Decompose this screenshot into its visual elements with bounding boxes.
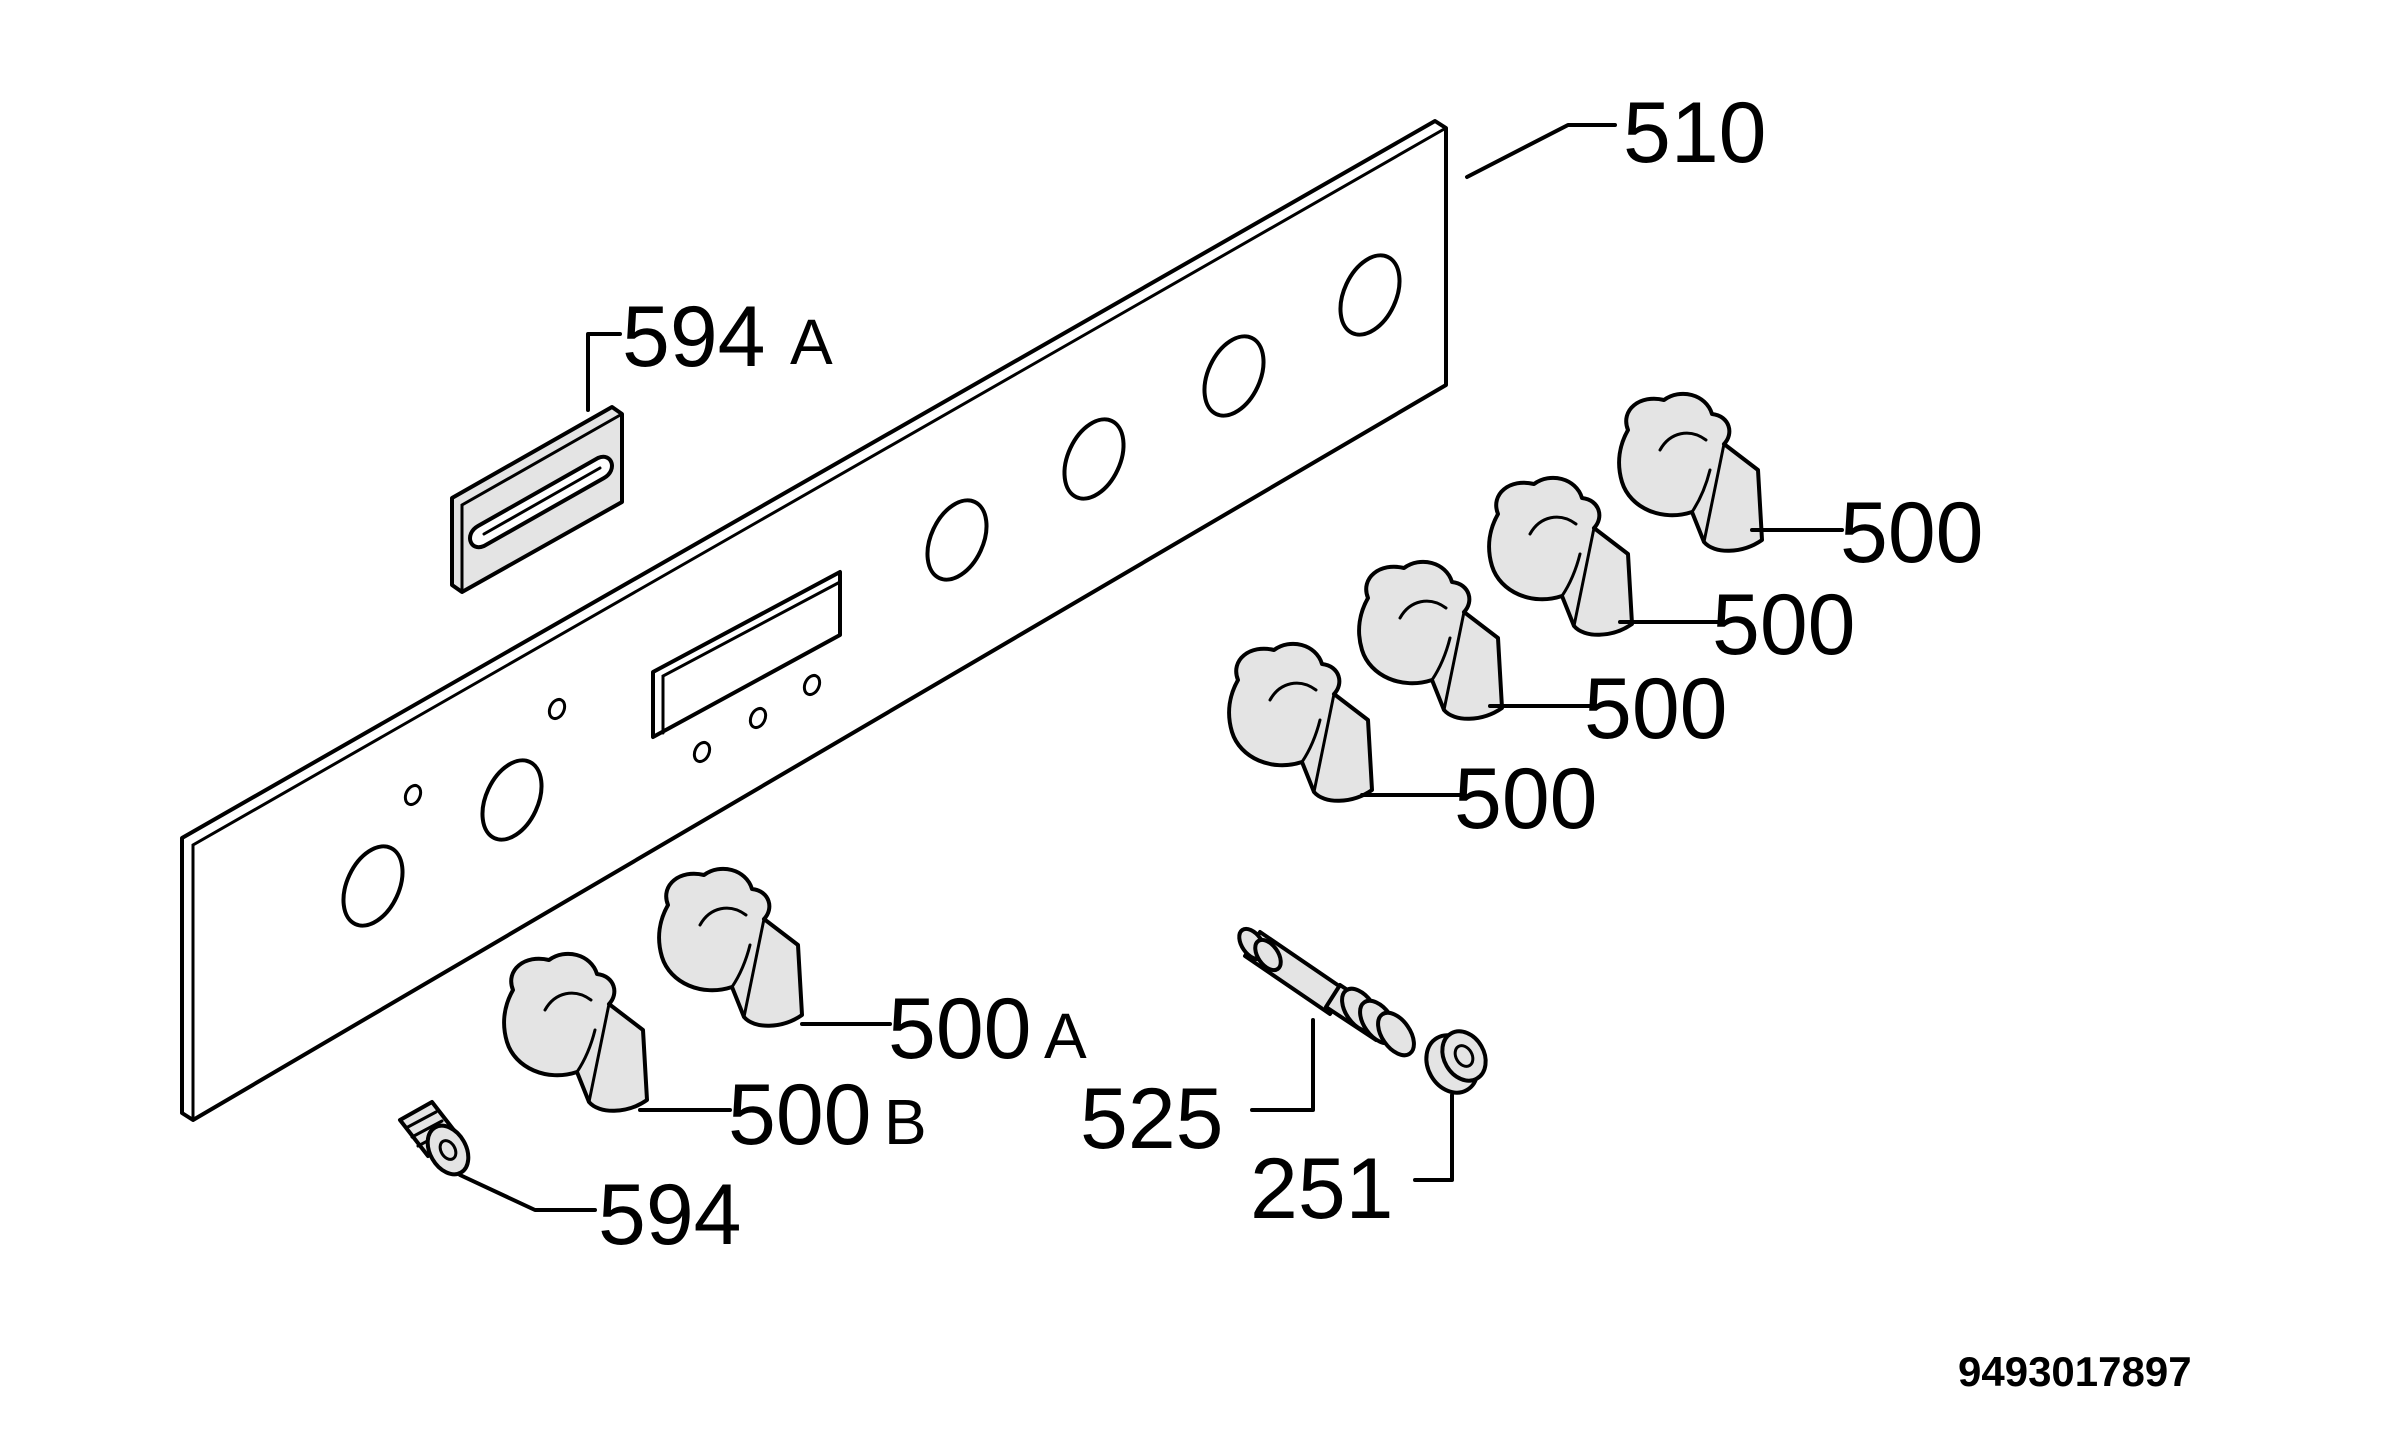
label-594a-suffix: A — [790, 306, 833, 378]
knob-a — [657, 866, 804, 1028]
knob-3 — [1487, 475, 1634, 637]
document-id: 9493017897 — [1958, 1348, 2192, 1395]
panel-knob-holes — [341, 253, 1402, 928]
display-bracket — [450, 405, 624, 594]
screw — [398, 1100, 471, 1177]
label-500b-suffix: B — [884, 1086, 927, 1158]
extension-shaft — [1237, 926, 1416, 1058]
label-500-3: 500 — [1712, 577, 1856, 673]
knob-2 — [1357, 559, 1504, 721]
label-500-2: 500 — [1584, 661, 1728, 757]
label-525: 525 — [1080, 1071, 1224, 1167]
label-251: 251 — [1250, 1141, 1394, 1237]
label-500b-number: 500 — [728, 1067, 872, 1163]
label-500-4: 500 — [1840, 485, 1984, 581]
panel-display-window — [651, 570, 842, 739]
label-510: 510 — [1623, 85, 1767, 181]
knob-b — [502, 951, 649, 1113]
label-594: 594 — [598, 1167, 742, 1263]
control-panel — [180, 119, 1448, 1122]
knob-cap — [1424, 1029, 1488, 1095]
label-500a-number: 500 — [888, 981, 1032, 1077]
label-500a-suffix: A — [1044, 1000, 1087, 1072]
knob-4 — [1617, 391, 1764, 553]
panel-small-holes — [403, 673, 822, 807]
label-500-1: 500 — [1454, 751, 1598, 847]
knob-1 — [1227, 641, 1374, 803]
label-594a-number: 594 — [622, 289, 766, 385]
leader-lines — [458, 123, 1844, 1212]
